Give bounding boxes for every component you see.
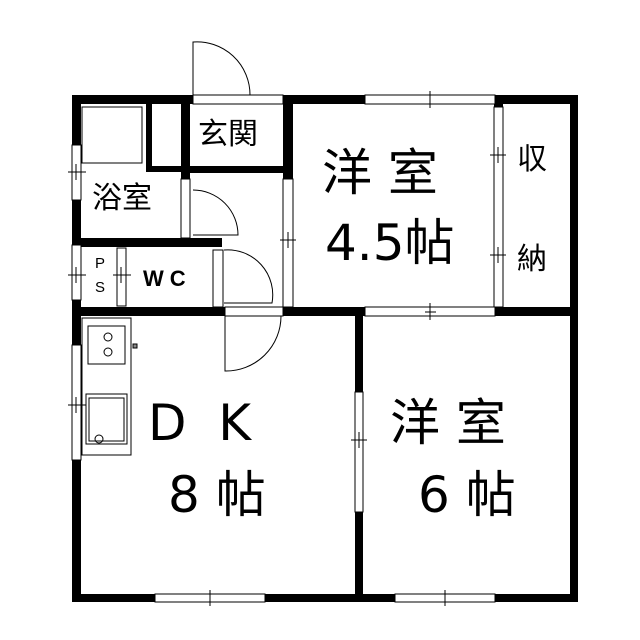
- kitchen-counter: [81, 317, 138, 456]
- western-room-2-name: 洋 室: [390, 394, 506, 452]
- western-room-2-size: 6 帖: [418, 466, 516, 524]
- western-room-1-size: 4.5帖: [325, 214, 455, 272]
- dk-name: D K: [148, 394, 252, 452]
- wc-label: WC: [143, 266, 192, 291]
- storage-label-2: 納: [517, 242, 547, 277]
- entrance-label: 玄関: [198, 117, 258, 152]
- window-marks: [68, 91, 506, 606]
- storage-label-1: 収: [517, 142, 547, 177]
- dk-size: 8 帖: [168, 466, 266, 524]
- walls: [72, 95, 578, 602]
- bath-label: 浴室: [92, 181, 152, 216]
- doors: [180, 41, 284, 372]
- ps-label-p: P: [95, 255, 106, 272]
- bathtub: [81, 106, 143, 164]
- ps-label-s: S: [95, 279, 106, 296]
- western-room-1-name: 洋 室: [322, 144, 438, 202]
